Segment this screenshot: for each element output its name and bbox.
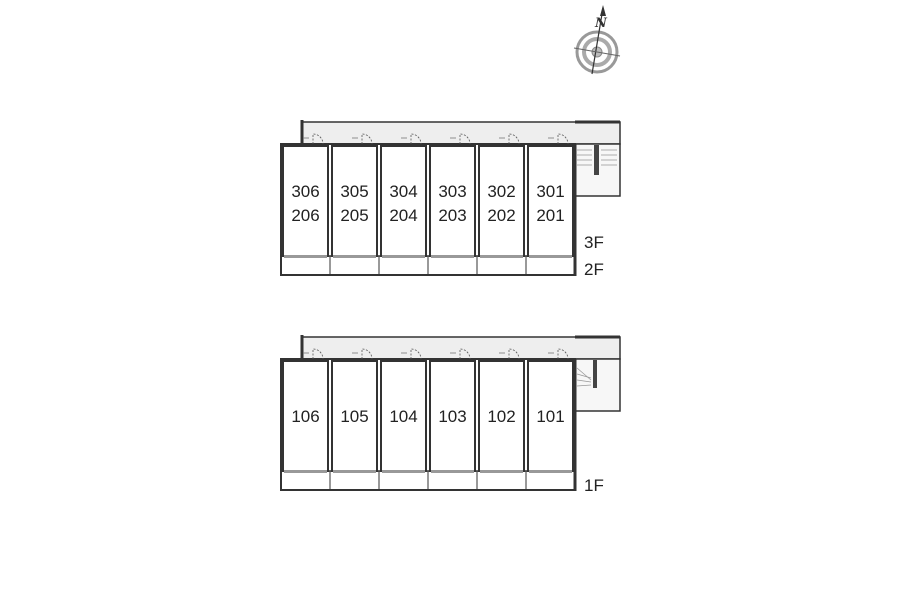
unit-number: 101 bbox=[536, 407, 564, 426]
unit-number: 306 bbox=[291, 182, 319, 201]
unit-number: 205 bbox=[340, 206, 368, 225]
unit-105: 105 bbox=[331, 348, 380, 490]
unit-number: 302 bbox=[487, 182, 515, 201]
unit-number: 203 bbox=[438, 206, 466, 225]
unit-number: 106 bbox=[291, 407, 319, 426]
unit-104: 104 bbox=[380, 348, 429, 490]
floor-label-2f: 2F bbox=[584, 260, 604, 279]
unit-number: 104 bbox=[389, 407, 417, 426]
floor-label-1f: 1F bbox=[584, 476, 604, 495]
unit-106: 106 bbox=[282, 348, 331, 490]
unit-number: 202 bbox=[487, 206, 515, 225]
unit-103: 103 bbox=[429, 348, 478, 490]
unit-number: 204 bbox=[389, 206, 417, 225]
unit-number: 206 bbox=[291, 206, 319, 225]
unit-number: 103 bbox=[438, 407, 466, 426]
unit-number: 301 bbox=[536, 182, 564, 201]
floor-label-3f: 3F bbox=[584, 233, 604, 252]
unit-number: 102 bbox=[487, 407, 515, 426]
unit-number: 305 bbox=[340, 182, 368, 201]
unit-number: 105 bbox=[340, 407, 368, 426]
unit-101: 101 bbox=[527, 348, 576, 490]
compass-north-label: N bbox=[594, 16, 608, 31]
compass-rose-icon: N bbox=[573, 5, 621, 75]
unit-number: 304 bbox=[389, 182, 417, 201]
unit-number: 201 bbox=[536, 206, 564, 225]
stair-lower bbox=[574, 358, 621, 412]
unit-number: 303 bbox=[438, 182, 466, 201]
upper-block bbox=[280, 120, 621, 276]
unit-102: 102 bbox=[478, 348, 527, 490]
